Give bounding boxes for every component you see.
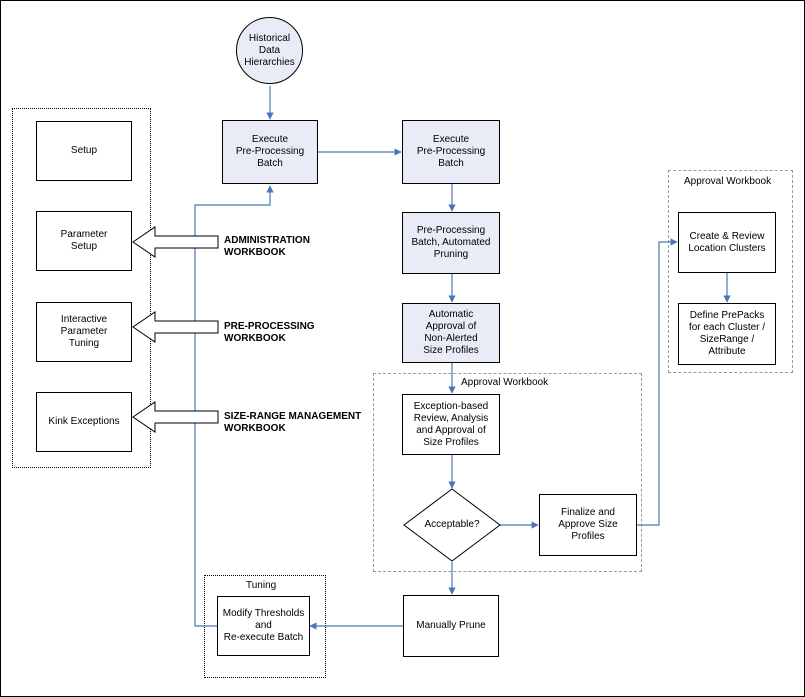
preprocessing-workbook-label: PRE-PROCESSING WORKBOOK: [224, 321, 315, 344]
execute-preprocessing-batch-node-1: Execute Pre-Processing Batch: [222, 120, 318, 184]
parameter-setup-node: Parameter Setup: [36, 211, 132, 271]
modify-thresholds-node: Modify Thresholds and Re-execute Batch: [217, 596, 310, 656]
kink-exceptions-node: Kink Exceptions: [36, 392, 132, 452]
sizerange-workbook-label: SIZE-RANGE MANAGEMENT WORKBOOK: [224, 411, 362, 434]
approval-workbook-right-label: Approval Workbook: [684, 176, 772, 187]
approval-workbook-right-group: [668, 170, 793, 373]
preprocessing-workbook-arrow: [132, 311, 219, 343]
interactive-parameter-tuning-node: Interactive Parameter Tuning: [36, 302, 132, 362]
finalize-approve-node: Finalize and Approve Size Profiles: [539, 494, 637, 556]
edge-modify-execute1: [194, 185, 274, 627]
historical-data-hierarchies-node: Historical Data Hierarchies: [236, 17, 303, 84]
setup-node: Setup: [36, 121, 132, 181]
approval-workbook-center-label: Approval Workbook: [461, 377, 549, 388]
admin-workbook-arrow: [132, 226, 219, 258]
administration-workbook-label: ADMINISTRATION WORKBOOK: [224, 235, 310, 258]
approval-workbook-center-group: [373, 373, 642, 572]
create-review-clusters-node: Create & Review Location Clusters: [678, 212, 776, 273]
manually-prune-node: Manually Prune: [403, 595, 499, 657]
preprocessing-automated-pruning-node: Pre-Processing Batch, Automated Pruning: [402, 212, 500, 274]
exception-review-node: Exception-based Review, Analysis and App…: [402, 394, 500, 455]
execute-preprocessing-batch-node-2: Execute Pre-Processing Batch: [402, 120, 500, 184]
automatic-approval-node: Automatic Approval of Non-Alerted Size P…: [402, 303, 500, 363]
acceptable-label: Acceptable?: [424, 519, 480, 530]
define-prepacks-node: Define PrePacks for each Cluster / SizeR…: [678, 303, 776, 365]
left-workbook-group: [12, 108, 151, 468]
acceptable-diamond: [403, 488, 501, 562]
edge-finalize-create: [637, 238, 678, 526]
tuning-label: Tuning: [246, 580, 277, 591]
sizerange-workbook-arrow: [132, 401, 219, 433]
